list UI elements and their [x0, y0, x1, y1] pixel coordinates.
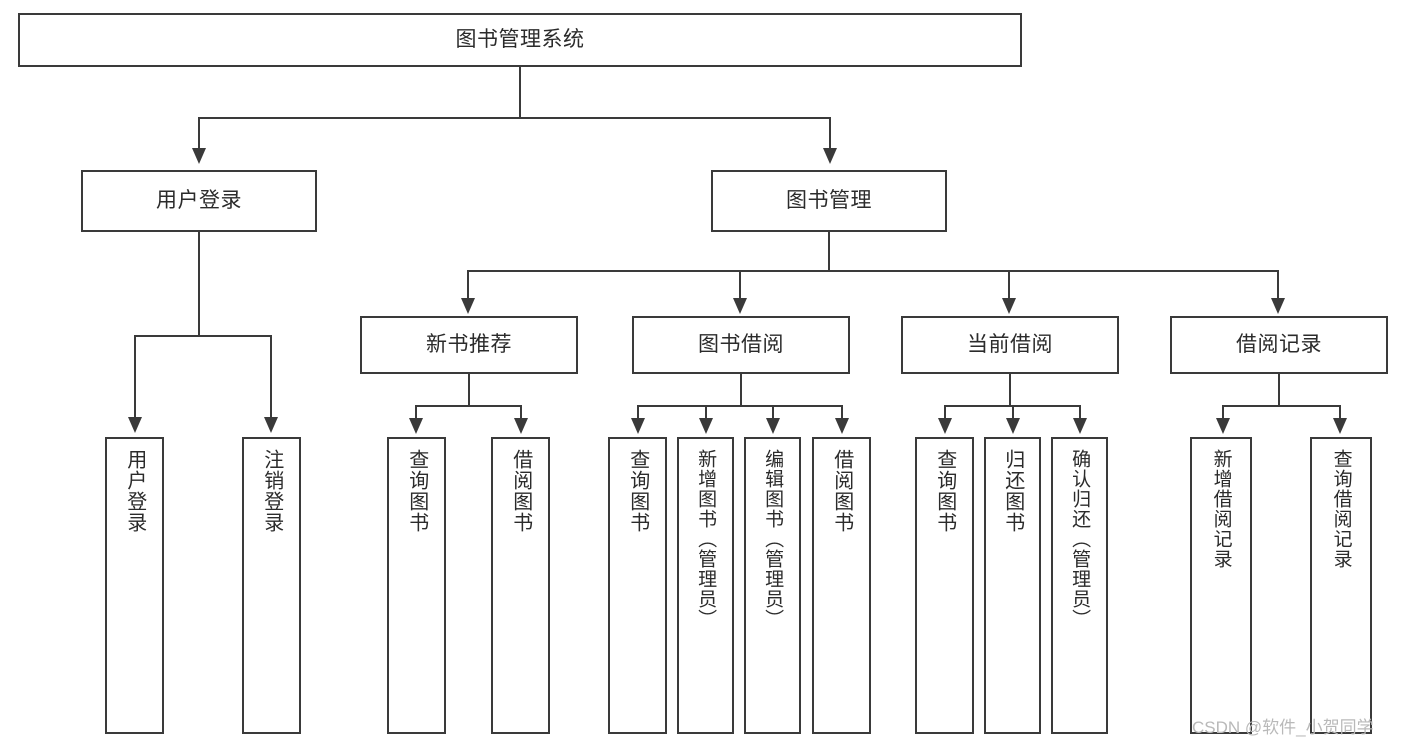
node-leaf-add-book[interactable]: 新增图书（管理员）: [677, 437, 734, 734]
node-leaf-add-book-label: 新增图书（管理员）: [695, 449, 717, 629]
node-leaf-confirm-return[interactable]: 确认归还（管理员）: [1051, 437, 1108, 734]
connector-root-to-user-login: [198, 117, 200, 149]
node-user-login-label: 用户登录: [156, 188, 242, 212]
node-leaf-query-record-label: 查询借阅记录: [1330, 449, 1352, 569]
arrowhead-leaf-add-book: [699, 418, 713, 434]
node-leaf-borrow-book-1[interactable]: 借阅图书: [491, 437, 550, 734]
connector-current-borrow-drop-3: [1079, 405, 1081, 419]
connector-new-book-recommend-left-drop: [415, 405, 417, 419]
node-current-borrow[interactable]: 当前借阅: [901, 316, 1119, 374]
arrowhead-book-borrow: [733, 298, 747, 314]
node-book-borrow-label: 图书借阅: [698, 332, 784, 356]
node-book-borrow[interactable]: 图书借阅: [632, 316, 850, 374]
arrowhead-root-to-book-manage: [823, 148, 837, 164]
node-leaf-query-book-3[interactable]: 查询图书: [915, 437, 974, 734]
node-new-book-recommend-label: 新书推荐: [426, 332, 512, 356]
connector-root-stem: [519, 67, 521, 118]
node-leaf-borrow-book-1-label: 借阅图书: [509, 449, 532, 533]
connector-current-borrow-drop-1: [944, 405, 946, 419]
node-root[interactable]: 图书管理系统: [18, 13, 1022, 67]
connector-book-borrow-drop-4: [841, 405, 843, 419]
arrowhead-leaf-logout: [264, 417, 278, 433]
connector-user-login-stem: [198, 232, 200, 336]
node-root-label: 图书管理系统: [455, 27, 585, 51]
connector-to-borrow-record: [1277, 270, 1279, 299]
node-leaf-query-record[interactable]: 查询借阅记录: [1310, 437, 1372, 734]
connector-to-new-book-recommend: [467, 270, 469, 299]
arrowhead-root-to-user-login: [192, 148, 206, 164]
arrowhead-leaf-user-login: [128, 417, 142, 433]
connector-book-borrow-drop-2: [705, 405, 707, 419]
arrowhead-leaf-confirm-return: [1073, 418, 1087, 434]
node-leaf-edit-book[interactable]: 编辑图书（管理员）: [744, 437, 801, 734]
connector-borrow-record-left-drop: [1222, 405, 1224, 419]
node-leaf-add-record-label: 新增借阅记录: [1210, 449, 1232, 569]
connector-book-borrow-stem: [740, 374, 742, 407]
node-leaf-query-book-1-label: 查询图书: [405, 449, 428, 533]
arrowhead-leaf-borrow-book-2: [835, 418, 849, 434]
connector-book-borrow-drop-3: [772, 405, 774, 419]
arrowhead-leaf-query-record: [1333, 418, 1347, 434]
node-leaf-borrow-book-2[interactable]: 借阅图书: [812, 437, 871, 734]
arrowhead-leaf-return-book: [1006, 418, 1020, 434]
connector-borrow-record-stem: [1278, 374, 1280, 407]
node-new-book-recommend[interactable]: 新书推荐: [360, 316, 578, 374]
csdn-watermark: CSDN @软件_小贺同学: [1192, 718, 1374, 737]
connector-book-manage-stem: [828, 232, 830, 272]
node-leaf-add-record[interactable]: 新增借阅记录: [1190, 437, 1252, 734]
connector-to-current-borrow: [1008, 270, 1010, 299]
node-leaf-confirm-return-label: 确认归还（管理员）: [1069, 449, 1091, 629]
node-leaf-return-book[interactable]: 归还图书: [984, 437, 1041, 734]
arrowhead-leaf-query-book-1: [409, 418, 423, 434]
arrowhead-leaf-query-book-3: [938, 418, 952, 434]
arrowhead-leaf-add-record: [1216, 418, 1230, 434]
node-current-borrow-label: 当前借阅: [967, 332, 1053, 356]
connector-root-to-book-manage: [829, 117, 831, 149]
connector-current-borrow-drop-2: [1012, 405, 1014, 419]
connector-new-book-recommend-right-drop: [520, 405, 522, 419]
node-leaf-edit-book-label: 编辑图书（管理员）: [762, 449, 784, 629]
connector-borrow-record-right-drop: [1339, 405, 1341, 419]
connector-current-borrow-stem: [1009, 374, 1011, 407]
connector-new-book-recommend-bar: [415, 405, 522, 407]
node-leaf-user-login-label: 用户登录: [123, 449, 146, 533]
node-user-login[interactable]: 用户登录: [81, 170, 317, 232]
arrowhead-leaf-borrow-book-1: [514, 418, 528, 434]
connector-book-borrow-drop-1: [637, 405, 639, 419]
connector-to-book-borrow: [739, 270, 741, 299]
node-leaf-query-book-2-label: 查询图书: [626, 449, 649, 533]
connector-borrow-record-bar: [1222, 405, 1341, 407]
node-leaf-query-book-2[interactable]: 查询图书: [608, 437, 667, 734]
node-book-manage-label: 图书管理: [786, 188, 872, 212]
node-leaf-query-book-3-label: 查询图书: [933, 449, 956, 533]
node-leaf-query-book-1[interactable]: 查询图书: [387, 437, 446, 734]
node-borrow-record[interactable]: 借阅记录: [1170, 316, 1388, 374]
arrowhead-current-borrow: [1002, 298, 1016, 314]
arrowhead-borrow-record: [1271, 298, 1285, 314]
node-book-manage[interactable]: 图书管理: [711, 170, 947, 232]
connector-book-borrow-bar: [637, 405, 843, 407]
connector-user-login-right-drop: [270, 335, 272, 418]
connector-user-login-bar: [134, 335, 271, 337]
connector-root-bar: [198, 117, 831, 119]
node-leaf-user-login[interactable]: 用户登录: [105, 437, 164, 734]
arrowhead-leaf-query-book-2: [631, 418, 645, 434]
arrowhead-leaf-edit-book: [766, 418, 780, 434]
node-leaf-borrow-book-2-label: 借阅图书: [830, 449, 853, 533]
arrowhead-new-book-recommend: [461, 298, 475, 314]
connector-book-manage-bar: [467, 270, 1279, 272]
node-leaf-logout-label: 注销登录: [260, 449, 283, 533]
connector-user-login-left-drop: [134, 335, 136, 418]
node-leaf-return-book-label: 归还图书: [1001, 449, 1024, 533]
connector-new-book-recommend-stem: [468, 374, 470, 407]
node-borrow-record-label: 借阅记录: [1236, 332, 1322, 356]
node-leaf-logout[interactable]: 注销登录: [242, 437, 301, 734]
